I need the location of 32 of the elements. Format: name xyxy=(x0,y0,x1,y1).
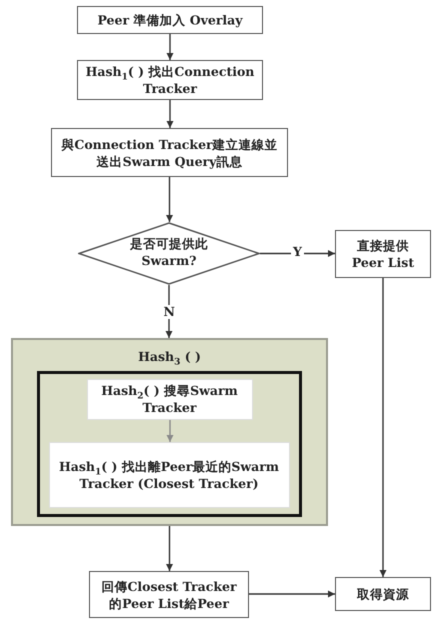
process-box xyxy=(86,378,252,420)
group-panel xyxy=(11,338,328,526)
step-text: 回傳Closest Tracker的Peer List給Peer xyxy=(100,578,238,612)
step-text: Hash$_{1}$( ) 找出Connection Tracker xyxy=(84,63,256,97)
decision-diamond xyxy=(78,222,260,285)
step-text: 取得資源 xyxy=(356,586,410,602)
process-box xyxy=(77,60,263,100)
process-box xyxy=(48,442,290,508)
step-text: 是否可提供此Swarm? xyxy=(129,235,209,269)
edge-label: N xyxy=(162,304,177,318)
step-text: Hash$_{1}$( ) 找出離Peer最近的Swarm Tracker (Closest Tracker) xyxy=(58,458,280,492)
arrow xyxy=(166,420,174,442)
panel-heading: Hash$_{3}$ ( ) xyxy=(137,348,202,365)
edge-label: Y xyxy=(291,244,304,258)
arrow xyxy=(166,285,172,338)
arrow xyxy=(260,250,335,257)
process-box xyxy=(335,577,431,611)
arrow xyxy=(380,278,386,577)
step-text: Peer 準備加入 Overlay xyxy=(96,12,244,28)
arrow xyxy=(166,100,174,128)
step-text: 與Connection Tracker建立連線並送出Swarm Query訊息 xyxy=(60,136,279,170)
process-box xyxy=(89,571,249,618)
step-text: 直接提供Peer List xyxy=(350,237,416,271)
step-text: Hash$_{2}$( ) 搜尋Swarm Tracker xyxy=(100,382,239,416)
frame-box xyxy=(37,371,302,517)
process-box xyxy=(335,230,431,278)
arrow xyxy=(166,177,173,222)
process-box xyxy=(77,6,263,34)
process-box xyxy=(51,128,288,177)
arrow xyxy=(166,526,173,571)
arrow xyxy=(249,590,335,598)
arrow xyxy=(166,34,174,60)
